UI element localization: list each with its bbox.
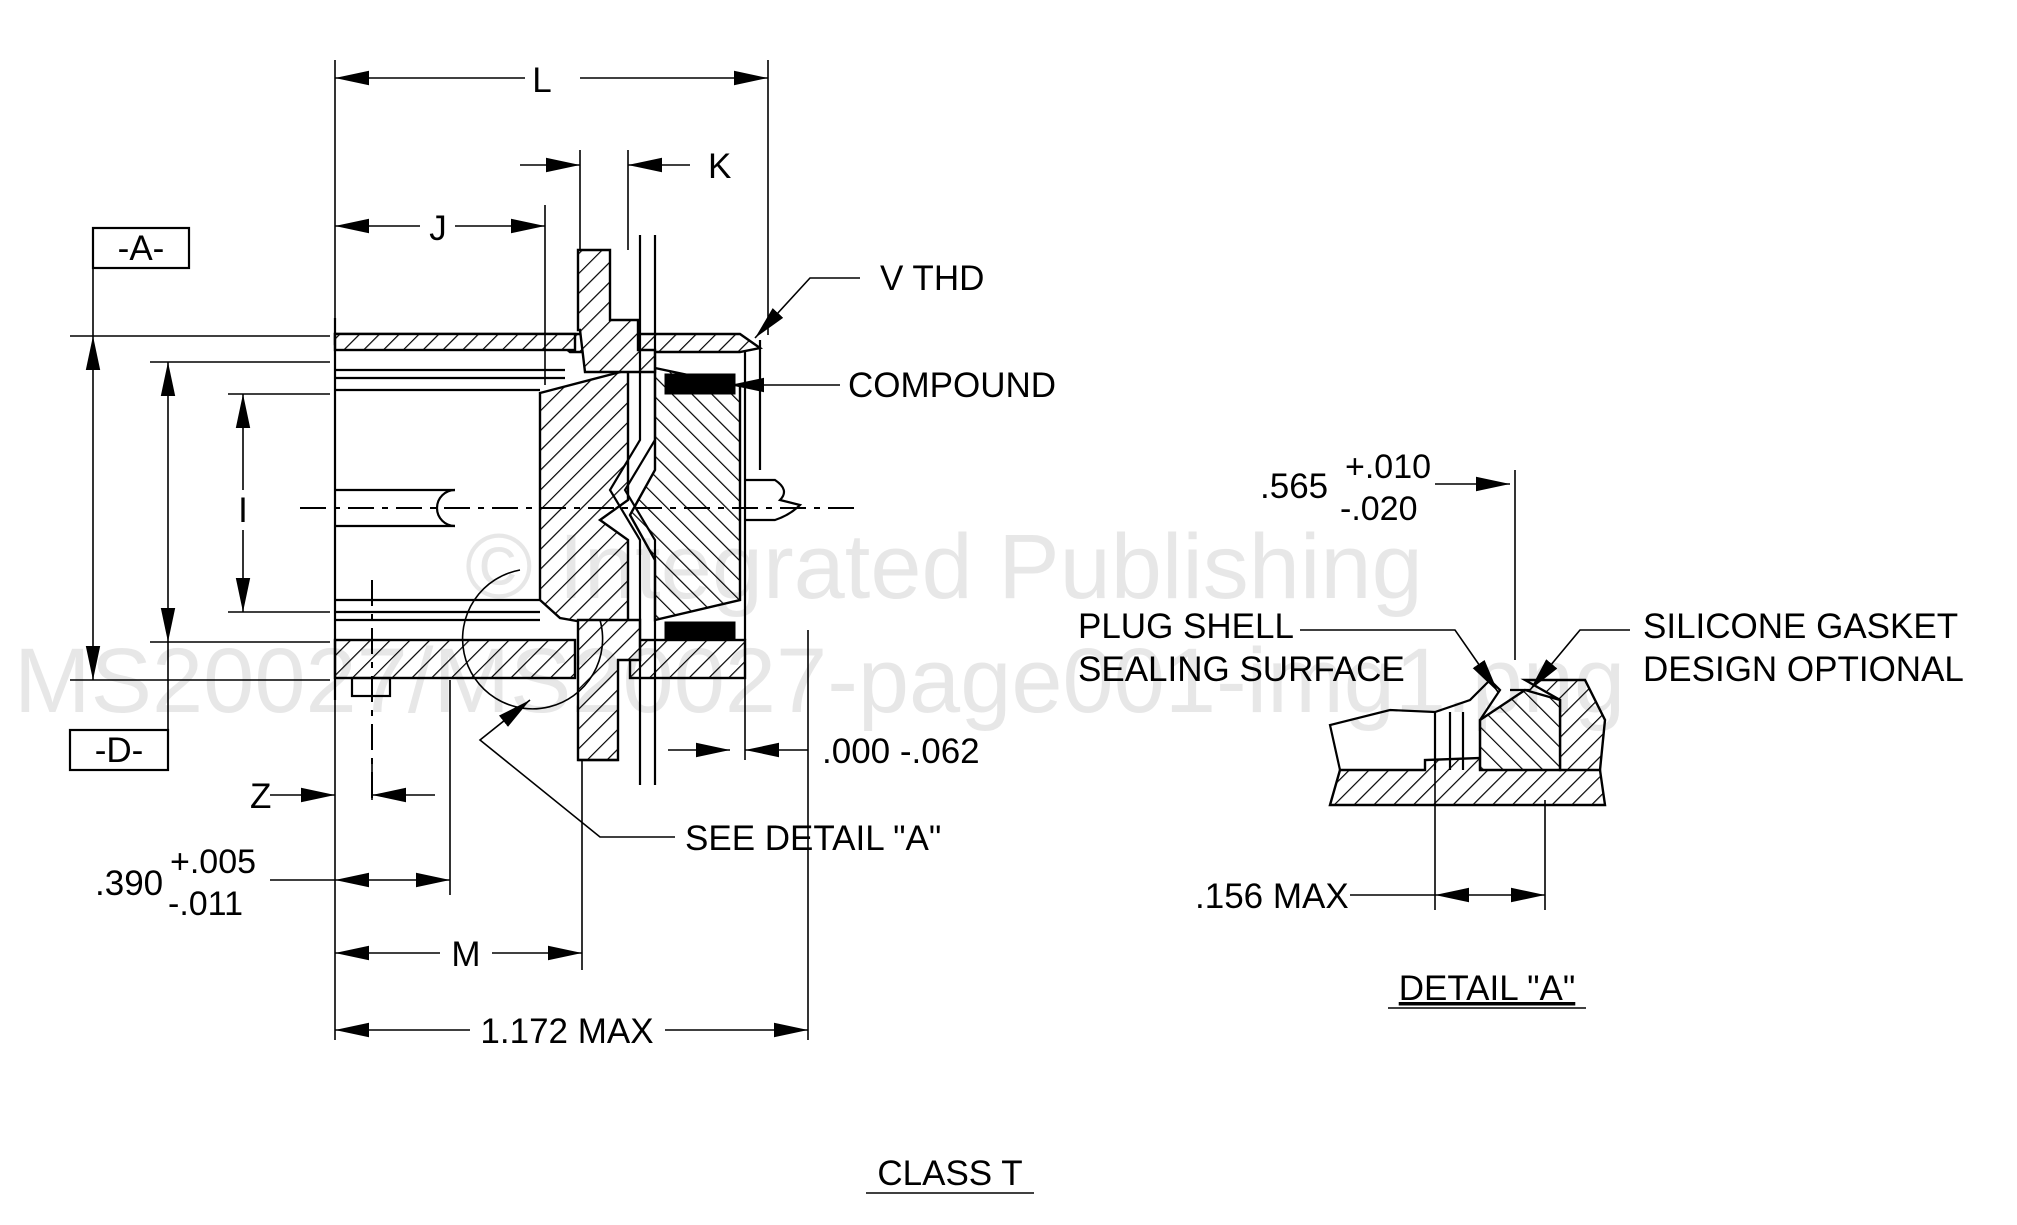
dim-j-label: J	[429, 209, 447, 248]
detail-a-title: DETAIL "A"	[1399, 969, 1576, 1008]
insert-left	[538, 368, 630, 632]
dim-390-minus-label: -.011	[168, 885, 243, 923]
compound-label: COMPOUND	[848, 366, 1056, 405]
watermark-line-2: MS20027/MS20027-page001-img1.png	[14, 630, 1625, 732]
detail-a-view	[1328, 678, 1607, 807]
dim-z-label: Z	[250, 777, 271, 816]
dim-565-minus-label: -.020	[1340, 490, 1418, 528]
dim-i-label: I	[238, 491, 248, 530]
watermark-line-1: © Integrated Publishing	[465, 516, 1423, 618]
dim-l-label: L	[532, 61, 551, 100]
max-156-label: .156 MAX	[1195, 877, 1349, 916]
dim-565-label: .565	[1260, 467, 1328, 506]
compound-top	[664, 373, 736, 395]
silicone-gasket-label: SILICONE GASKET	[1643, 607, 1958, 646]
class-t-title: CLASS T	[877, 1154, 1022, 1193]
detail-circle	[461, 569, 604, 710]
tolerance-000-label: .000 -.062	[822, 732, 980, 771]
dim-565-plus-label: +.010	[1345, 448, 1431, 486]
flange-top	[576, 248, 657, 374]
dim-k-label: K	[708, 147, 731, 186]
main-labels: L K J I -A- -D- V THD COMPOUND SEE DETAI…	[95, 61, 1056, 1051]
datum-d-label: -D-	[95, 731, 144, 770]
sealing-surface-label: SEALING SURFACE	[1078, 650, 1405, 689]
see-detail-label: SEE DETAIL "A"	[685, 819, 941, 858]
dim-390-label: .390	[95, 864, 163, 903]
detail-labels: .565 +.010 -.020 PLUG SHELL SEALING SURF…	[1078, 448, 1964, 1009]
compound-bottom	[664, 621, 736, 641]
v-thd-label: V THD	[880, 259, 984, 298]
dim-m-label: M	[451, 935, 480, 974]
datum-a-label: -A-	[118, 229, 165, 268]
plug-shell-label: PLUG SHELL	[1078, 607, 1294, 646]
main-dimensions	[68, 60, 860, 1040]
max-1172-label: 1.172 MAX	[480, 1012, 653, 1051]
detail-dimensions	[1300, 470, 1630, 910]
dim-390-plus-label: +.005	[170, 843, 256, 881]
design-optional-label: DESIGN OPTIONAL	[1643, 650, 1964, 689]
main-section-view	[300, 235, 860, 800]
